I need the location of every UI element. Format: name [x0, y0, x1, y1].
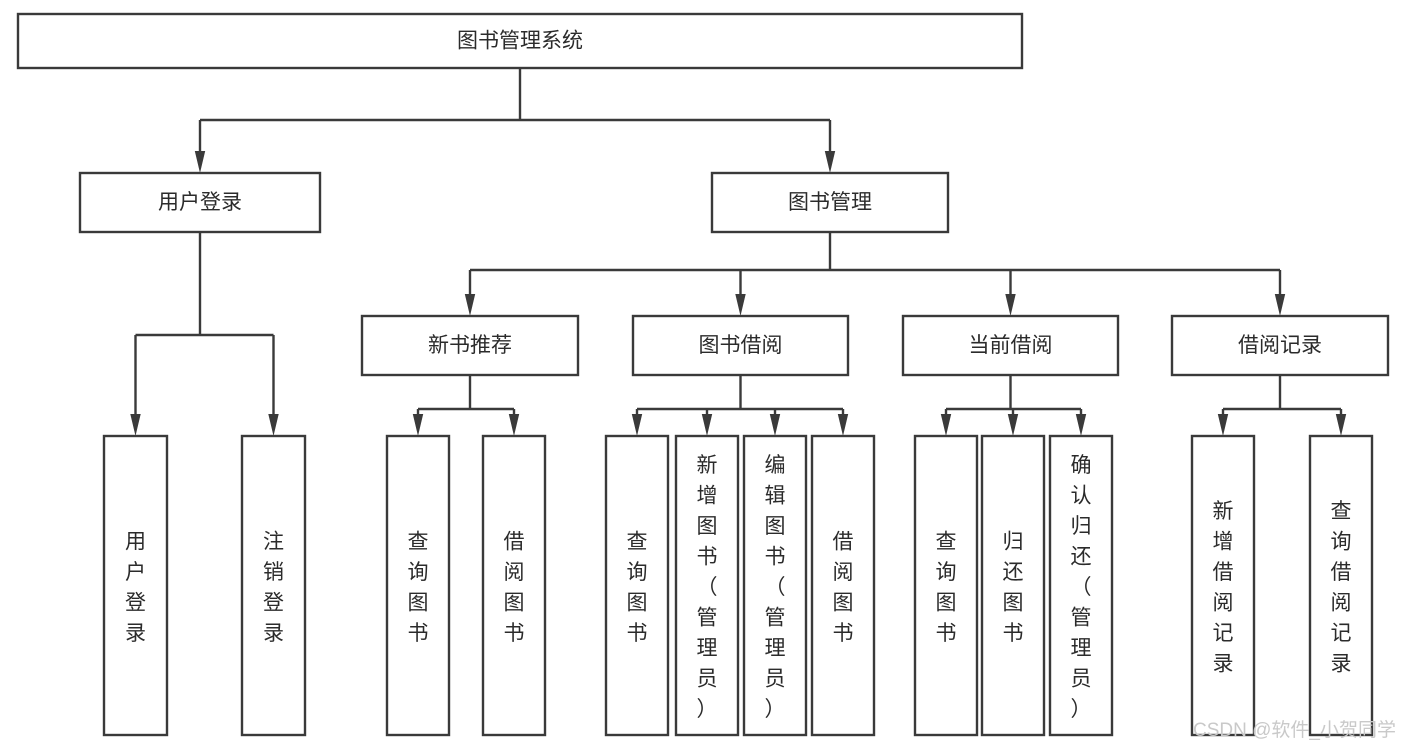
node-leaf-confirm-return[interactable]: 确认归还（管理员）: [1048, 434, 1114, 737]
node-label-leaf-query-book-2: 查询图书: [627, 530, 648, 645]
node-box-leaf-add-book[interactable]: [674, 434, 740, 737]
connector-arrowhead: [194, 151, 206, 173]
node-box-book-manage[interactable]: [710, 171, 950, 234]
node-label-current-borrow: 当前借阅: [969, 334, 1053, 357]
node-label-leaf-edit-book: 编辑图书（管理员）: [765, 454, 786, 721]
connector-arrowhead: [631, 414, 643, 436]
node-current-borrow[interactable]: 当前借阅: [901, 314, 1120, 377]
node-leaf-logout[interactable]: 注销登录: [240, 434, 307, 737]
node-leaf-add-book[interactable]: 新增图书（管理员）: [674, 434, 740, 737]
node-box-leaf-user-login[interactable]: [102, 434, 169, 737]
node-leaf-query-book-2[interactable]: 查询图书: [604, 434, 670, 737]
node-leaf-edit-book[interactable]: 编辑图书（管理员）: [742, 434, 808, 737]
node-label-leaf-logout: 注销登录: [263, 530, 284, 645]
node-label-leaf-query-record: 查询借阅记录: [1331, 500, 1352, 676]
node-label-leaf-confirm-return: 确认归还（管理员）: [1071, 454, 1092, 721]
node-leaf-borrow-book-2[interactable]: 借阅图书: [810, 434, 876, 737]
connector-arrowhead: [735, 294, 746, 316]
node-label-leaf-add-record: 新增借阅记录: [1213, 500, 1234, 676]
node-leaf-return-book[interactable]: 归还图书: [980, 434, 1046, 737]
node-box-leaf-add-record[interactable]: [1190, 434, 1256, 737]
node-leaf-query-book-3[interactable]: 查询图书: [913, 434, 979, 737]
node-box-borrow-record[interactable]: [1170, 314, 1390, 377]
connector-arrowhead: [130, 414, 141, 436]
node-leaf-user-login[interactable]: 用户登录: [102, 434, 169, 737]
node-label-book-borrow: 图书借阅: [699, 334, 783, 357]
node-box-leaf-return-book[interactable]: [980, 434, 1046, 737]
node-book-manage[interactable]: 图书管理: [710, 171, 950, 234]
node-label-leaf-return-book: 归还图书: [1003, 530, 1024, 645]
connector-arrowhead: [769, 414, 781, 436]
connectors-layer: [130, 68, 1347, 436]
node-leaf-add-record[interactable]: 新增借阅记录: [1190, 434, 1256, 737]
connector-arrowhead: [1075, 414, 1087, 436]
node-label-new-book-rec: 新书推荐: [428, 334, 512, 357]
connector-arrowhead: [1217, 414, 1229, 436]
node-box-leaf-edit-book[interactable]: [742, 434, 808, 737]
node-leaf-query-book-1[interactable]: 查询图书: [385, 434, 451, 737]
node-leaf-query-record[interactable]: 查询借阅记录: [1308, 434, 1374, 737]
node-box-current-borrow[interactable]: [901, 314, 1120, 377]
node-box-leaf-borrow-book-2[interactable]: [810, 434, 876, 737]
connector-arrowhead: [268, 414, 279, 436]
nodes-layer: 图书管理系统用户登录图书管理新书推荐图书借阅当前借阅借阅记录用户登录注销登录查询…: [16, 12, 1390, 737]
node-label-user-login: 用户登录: [158, 191, 242, 214]
node-box-root[interactable]: [16, 12, 1024, 70]
node-root[interactable]: 图书管理系统: [16, 12, 1024, 70]
node-box-leaf-query-record[interactable]: [1308, 434, 1374, 737]
node-label-borrow-record: 借阅记录: [1238, 334, 1322, 357]
node-label-leaf-borrow-book-2: 借阅图书: [833, 530, 854, 645]
node-box-leaf-borrow-book-1[interactable]: [481, 434, 547, 737]
connector-arrowhead: [412, 414, 424, 436]
connector-arrowhead: [1274, 294, 1286, 316]
connector-arrowhead: [824, 151, 836, 173]
connector-arrowhead: [837, 414, 849, 436]
node-box-leaf-query-book-2[interactable]: [604, 434, 670, 737]
node-box-leaf-query-book-3[interactable]: [913, 434, 979, 737]
node-box-leaf-logout[interactable]: [240, 434, 307, 737]
connector-arrowhead: [701, 414, 713, 436]
node-label-book-manage: 图书管理: [788, 191, 872, 214]
node-label-leaf-query-book-3: 查询图书: [936, 530, 957, 645]
node-box-user-login[interactable]: [78, 171, 322, 234]
node-label-leaf-query-book-1: 查询图书: [408, 530, 429, 645]
connector-arrowhead: [1007, 414, 1019, 436]
node-label-leaf-user-login: 用户登录: [125, 530, 146, 645]
node-leaf-borrow-book-1[interactable]: 借阅图书: [481, 434, 547, 737]
node-new-book-rec[interactable]: 新书推荐: [360, 314, 580, 377]
node-label-leaf-borrow-book-1: 借阅图书: [504, 530, 525, 645]
connector-arrowhead: [1335, 414, 1347, 436]
node-box-leaf-confirm-return[interactable]: [1048, 434, 1114, 737]
node-label-leaf-add-book: 新增图书（管理员）: [697, 454, 718, 721]
csdn-watermark: CSDN @软件_小贺同学: [1193, 719, 1396, 741]
node-book-borrow[interactable]: 图书借阅: [631, 314, 850, 377]
node-user-login[interactable]: 用户登录: [78, 171, 322, 234]
node-box-leaf-query-book-1[interactable]: [385, 434, 451, 737]
connector-arrowhead: [464, 294, 476, 316]
node-borrow-record[interactable]: 借阅记录: [1170, 314, 1390, 377]
node-box-book-borrow[interactable]: [631, 314, 850, 377]
node-label-root: 图书管理系统: [457, 30, 583, 53]
connector-arrowhead: [1005, 294, 1016, 316]
node-box-new-book-rec[interactable]: [360, 314, 580, 377]
connector-arrowhead: [508, 414, 520, 436]
connector-arrowhead: [940, 414, 952, 436]
